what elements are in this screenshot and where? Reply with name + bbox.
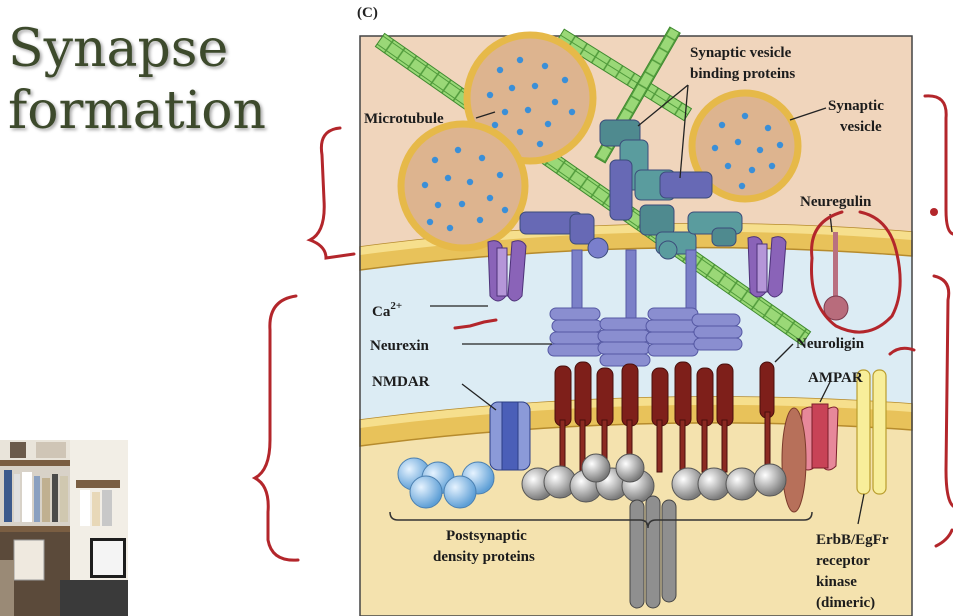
label-erbb-line-3: kinase: [816, 574, 857, 590]
neuroligin-cluster: [554, 361, 775, 473]
ink-dot: [930, 208, 938, 216]
label-neuroligin: Neuroligin: [796, 336, 865, 352]
label-neuregulin: Neuregulin: [800, 194, 872, 210]
ink-bracket-presynaptic: [306, 126, 356, 260]
slide-title-line-2: formation: [8, 81, 267, 141]
calcium-channel-left: [487, 240, 527, 302]
panel-label: (C): [357, 5, 378, 21]
ink-bracket-right-top: [923, 94, 953, 236]
label-calcium-superscript: 2+: [390, 300, 402, 312]
slide-title: Synapse formation: [8, 18, 266, 142]
label-erbb-line-2: receptor: [816, 553, 870, 569]
label-psd-line-2: density proteins: [433, 549, 535, 565]
ink-checkmark: [453, 318, 498, 330]
microtubule-right: [556, 28, 693, 122]
neuregulin: [823, 232, 849, 321]
label-svbp-line-1: Synaptic vesicle: [690, 45, 792, 61]
label-microtubule: Microtubule: [364, 111, 444, 127]
neurexin-cluster: [547, 249, 743, 367]
slide-title-line-1: Synapse: [8, 19, 229, 79]
synaptic-vesicle-3: [688, 89, 802, 203]
ink-circle-neuregulin: [810, 210, 902, 334]
psd-bracket: [389, 511, 813, 529]
erbb-receptor-dimer: [856, 369, 887, 495]
webcam-feed: [0, 440, 128, 616]
label-nmdar: NMDAR: [372, 374, 430, 390]
calcium-channel-right: [747, 236, 787, 298]
vesicle-binding-proteins: [519, 119, 743, 260]
presynaptic-membrane-highlight: [360, 223, 912, 255]
label-erbb-line-4: (dimeric): [816, 595, 875, 611]
label-synaptic-vesicle-line-1: Synaptic: [828, 98, 884, 114]
label-calcium-base: Ca: [372, 304, 391, 320]
synaptic-vesicle-1: [463, 31, 597, 165]
postsynaptic-density-proteins: [397, 453, 787, 609]
transmembrane-protein: [781, 407, 807, 513]
label-synaptic-vesicle-line-2: vesicle: [840, 119, 882, 135]
ink-bracket-right-long: [932, 274, 953, 508]
synaptic-vesicle-2: [397, 120, 529, 252]
diagram-frame: [359, 35, 913, 616]
label-erbb-line-1: ErbB/EgFr: [816, 532, 889, 548]
label-psd-line-1: Postsynaptic: [446, 528, 527, 544]
label-svbp-line-2: binding proteins: [690, 66, 795, 82]
webcam-image: [0, 440, 128, 616]
ink-annotations: [251, 94, 953, 562]
nmdar-receptor: [489, 401, 531, 471]
ink-bracket-postsynaptic: [251, 294, 300, 562]
ink-bracket-right-tail: [934, 528, 953, 548]
ink-neuroligin-mark: [888, 346, 916, 356]
label-ampar: AMPAR: [808, 370, 863, 386]
label-calcium: Ca2+: [372, 300, 402, 320]
label-neurexin: Neurexin: [370, 338, 430, 354]
